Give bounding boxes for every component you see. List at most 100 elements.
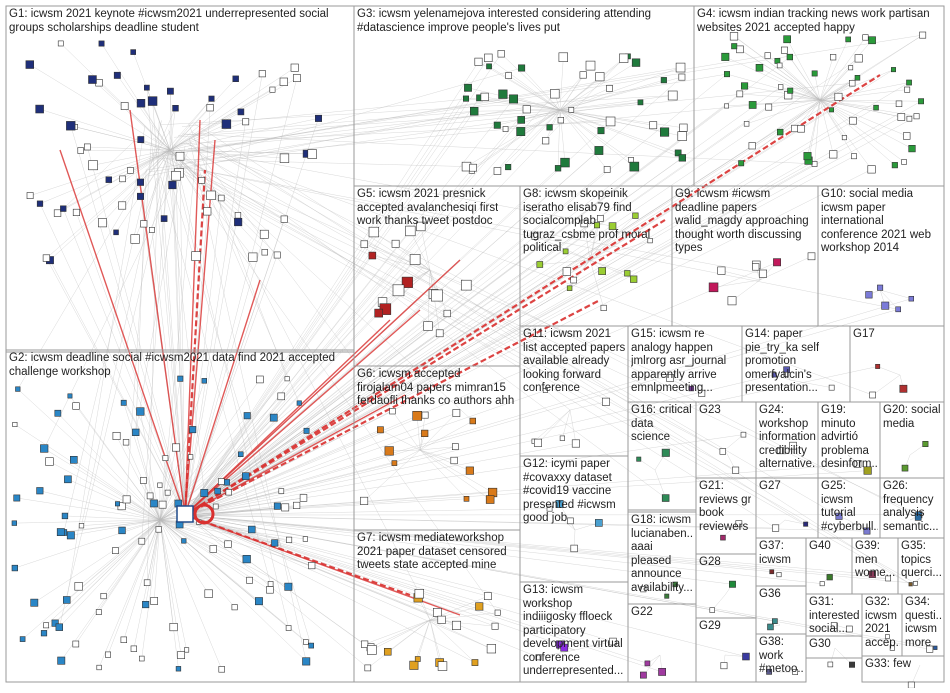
node-g6 <box>413 411 422 420</box>
node-g3 <box>470 164 477 171</box>
node-g2 <box>70 456 77 463</box>
node-g1 <box>192 252 201 261</box>
node-g2 <box>139 538 145 544</box>
node-g40 <box>820 582 824 586</box>
graph-edge <box>15 520 160 568</box>
node-g1 <box>89 76 97 84</box>
node-g4 <box>903 133 910 140</box>
node-g2 <box>79 523 84 528</box>
graph-edge <box>170 74 262 150</box>
node-g1 <box>315 115 321 121</box>
node-g8 <box>571 277 577 283</box>
graph-edge <box>44 520 160 633</box>
node-g1 <box>37 201 43 207</box>
graph-edge <box>372 620 430 650</box>
node-g4 <box>849 66 853 70</box>
node-g6 <box>453 410 460 417</box>
node-g4 <box>905 87 910 92</box>
node-g10 <box>896 307 901 312</box>
node-g2 <box>182 539 187 544</box>
node-g10 <box>909 296 914 301</box>
node-g2 <box>242 473 249 480</box>
node-g2 <box>13 422 17 426</box>
group-label-g4: G4: icwsm indian tracking news work part… <box>697 8 930 35</box>
node-g2 <box>131 646 137 652</box>
node-g4 <box>766 104 772 110</box>
node-g3 <box>679 74 685 80</box>
node-g10 <box>882 302 889 309</box>
node-g1 <box>84 144 90 150</box>
node-g4 <box>732 44 737 49</box>
node-g5 <box>392 240 399 247</box>
node-g3 <box>680 124 688 132</box>
node-g17 <box>870 392 876 398</box>
node-g37 <box>770 570 774 574</box>
node-g1 <box>118 202 125 209</box>
node-g3 <box>595 146 603 154</box>
node-g1 <box>137 99 145 107</box>
graph-edge <box>108 520 160 655</box>
graph-edge <box>560 110 599 151</box>
node-g5 <box>436 330 443 337</box>
node-g35 <box>913 581 917 585</box>
node-g4 <box>756 64 763 71</box>
node-g7 <box>365 665 371 671</box>
node-g4 <box>739 161 744 166</box>
node-g2 <box>121 637 127 643</box>
node-g2 <box>309 643 314 648</box>
node-g2 <box>286 537 292 543</box>
node-g4 <box>777 63 782 68</box>
node-g5 <box>361 241 368 248</box>
node-g4 <box>896 101 902 107</box>
node-g23 <box>741 432 746 437</box>
node-g6 <box>385 447 394 456</box>
graph-edge <box>182 134 814 164</box>
node-g2 <box>165 490 170 495</box>
node-g3 <box>561 158 570 167</box>
node-g5 <box>410 255 420 265</box>
node-g3 <box>619 54 628 63</box>
node-g2 <box>37 488 44 495</box>
node-g3 <box>676 63 685 72</box>
node-g1 <box>27 193 33 199</box>
node-g16 <box>662 449 669 456</box>
node-g7 <box>415 589 424 598</box>
group-label-g2: G2: icwsm deadline social #icwsm2021 dat… <box>9 352 335 379</box>
node-g2 <box>303 640 308 645</box>
node-g2 <box>119 527 126 534</box>
node-g17 <box>900 385 907 392</box>
node-g6 <box>377 427 383 433</box>
node-g2 <box>139 656 144 661</box>
node-g2 <box>213 504 218 509</box>
node-g2 <box>40 445 48 453</box>
node-g27 <box>772 525 779 532</box>
node-g4 <box>724 71 729 76</box>
node-g20 <box>923 441 928 446</box>
node-g7 <box>410 661 418 669</box>
node-g1 <box>141 221 148 228</box>
node-g3 <box>555 165 561 171</box>
node-g2 <box>73 403 80 410</box>
node-g11 <box>534 439 541 446</box>
node-g2 <box>267 586 274 593</box>
node-g1 <box>169 181 177 189</box>
node-g2 <box>55 410 61 416</box>
node-g4 <box>830 151 838 159</box>
node-g9 <box>759 270 766 277</box>
node-g2 <box>137 408 145 416</box>
graph-edge <box>714 280 760 287</box>
node-g4 <box>891 67 895 71</box>
node-g4 <box>863 35 869 41</box>
node-g1 <box>280 78 288 86</box>
node-g4 <box>902 160 907 165</box>
node-g1 <box>58 41 63 46</box>
group-label-g30: G30 <box>809 638 831 652</box>
node-g7 <box>484 593 491 600</box>
node-g4 <box>749 101 756 108</box>
graph-edge <box>639 459 655 470</box>
graph-edge <box>365 620 430 644</box>
graph-edge <box>727 100 820 106</box>
